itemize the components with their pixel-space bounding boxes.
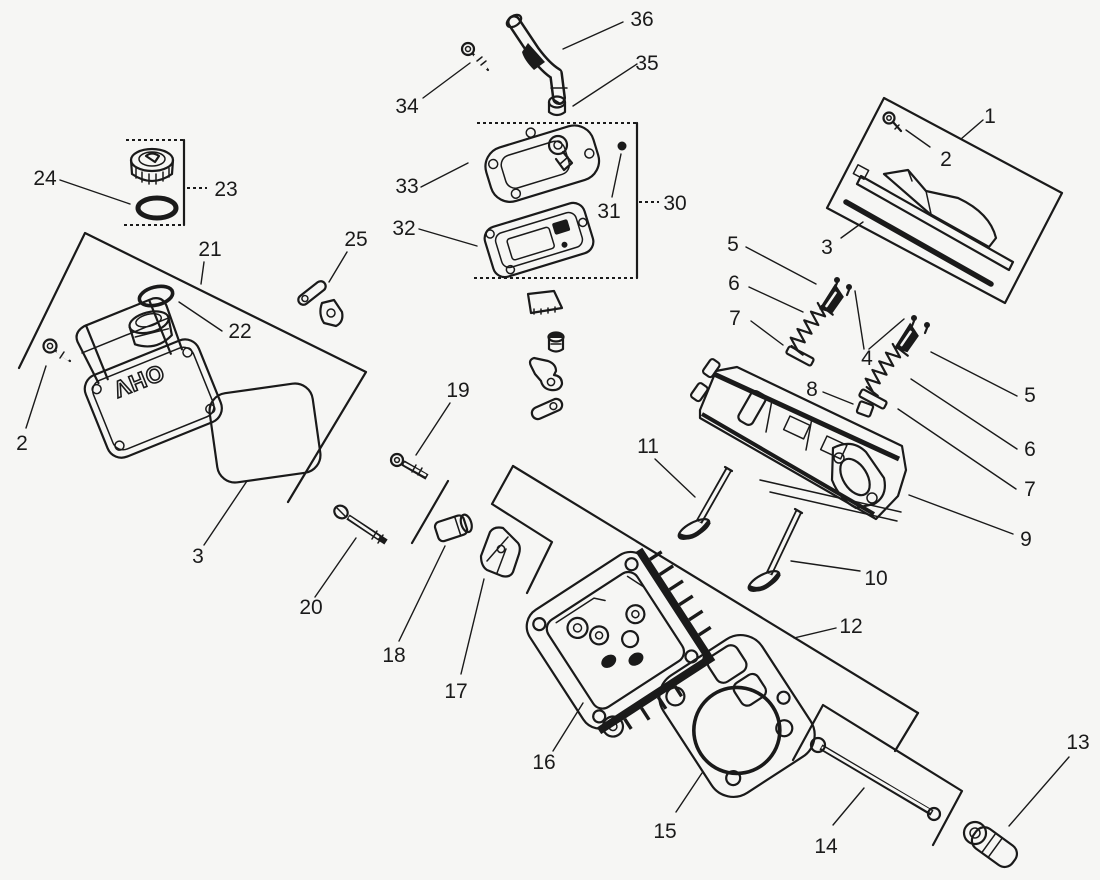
callout-20: 20 (299, 596, 322, 619)
callout-32: 32 (392, 217, 415, 240)
callout-14: 14 (814, 835, 838, 858)
valve-spring-right (864, 342, 909, 397)
part-13-plug (962, 820, 1019, 869)
valve-retainer-right (894, 322, 919, 353)
callout-5b: 5 (1024, 384, 1036, 407)
part-35-bushing (547, 95, 567, 117)
part-3-gasket-right (843, 199, 994, 287)
leader-lines (25, 21, 1070, 827)
callout-21: 21 (198, 238, 221, 261)
callout-3a: 3 (192, 545, 204, 568)
part-34-screw (460, 41, 490, 72)
callout-8: 8 (806, 378, 818, 401)
callout-6a: 6 (728, 272, 740, 295)
part-11-valve (677, 465, 734, 540)
part-20-bolt (333, 504, 388, 545)
part-valve-cover-profile (852, 164, 1015, 272)
part-19-screw (389, 452, 429, 480)
callout-22: 22 (228, 320, 251, 343)
callout-30: 30 (663, 192, 686, 215)
callout-25: 25 (344, 228, 367, 251)
callout-18: 18 (382, 644, 405, 667)
part-22-oring (137, 284, 175, 308)
part-24-oring (135, 195, 179, 221)
spring-shim-right (858, 388, 888, 410)
callout-13: 13 (1066, 731, 1089, 754)
callout-6b: 6 (1024, 438, 1036, 461)
part-27-rocker-lug (528, 356, 564, 392)
valve-spring-left (789, 301, 834, 356)
callout-2b: 2 (940, 148, 952, 171)
callout-1: 1 (984, 105, 996, 128)
callout-16: 16 (532, 751, 555, 774)
part-oil-fill-cap (129, 147, 175, 185)
part-16-cylinder-head (525, 547, 716, 738)
callout-10: 10 (864, 567, 887, 590)
callout-17: 17 (444, 680, 467, 703)
callout-31: 31 (597, 200, 620, 223)
callout-9: 9 (1020, 528, 1032, 551)
part-valve-cover-ohv: OHV (75, 297, 223, 459)
callout-2a: 2 (16, 432, 28, 455)
part-29-wedge (526, 289, 564, 315)
group-bracket-lines (17, 96, 1064, 847)
part-31-ball (617, 141, 627, 151)
breather-kit-box-30 (474, 121, 659, 280)
part-17-rocker-arm (479, 526, 521, 578)
part-32-breather-reed (483, 201, 595, 279)
oil-fill-kit-box-23 (124, 138, 207, 227)
part-3-gasket-left (208, 382, 322, 484)
part-10-valve (747, 507, 804, 592)
part-36-breather-tube (505, 13, 568, 105)
callout-12: 12 (839, 615, 862, 638)
callout-23: 23 (214, 178, 237, 201)
callout-11: 11 (637, 435, 659, 458)
valve-retainer-left (819, 283, 844, 314)
callout-3b: 3 (821, 236, 833, 259)
callout-24: 24 (33, 167, 57, 190)
callout-35: 35 (635, 52, 658, 75)
part-28-plug (547, 331, 565, 353)
part-33-breather-cover (484, 124, 601, 203)
callout-7a: 7 (729, 307, 741, 330)
part-25-bracket (297, 280, 344, 328)
part-15-head-gasket (658, 634, 816, 798)
callout-19: 19 (446, 379, 469, 402)
callout-33: 33 (395, 175, 418, 198)
callout-36: 36 (630, 8, 653, 31)
part-2-screw-right (882, 111, 903, 133)
part-2-screw-left (42, 338, 72, 363)
part-9-cylinder-head-side (690, 358, 908, 522)
spring-shim-left (785, 345, 815, 367)
valve-keepers-right (910, 315, 930, 335)
part-18-tappet (433, 513, 473, 543)
part-26-link (530, 397, 564, 421)
callout-15: 15 (653, 820, 676, 843)
part-8-spring-seat (855, 400, 875, 418)
part-14-push-rod (809, 736, 942, 822)
oil-fill-neck (128, 310, 173, 348)
callout-7b: 7 (1024, 478, 1036, 501)
callout-34: 34 (395, 95, 419, 118)
callout-5a: 5 (727, 233, 739, 256)
callout-4: 4 (861, 347, 873, 370)
